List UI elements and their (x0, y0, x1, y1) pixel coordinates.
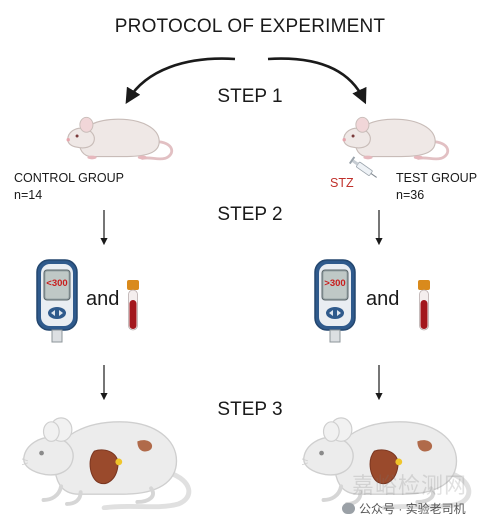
syringe-icon (348, 156, 377, 178)
watermark-small-text: 公众号 · 实验老司机 (359, 502, 466, 516)
test-glucose-reading: >300 (324, 278, 346, 289)
arrow-to-control (125, 57, 236, 105)
control-mouse-dissected (22, 418, 189, 508)
step-3-label: STEP 3 (217, 399, 283, 420)
watermark-large: 嘉峪检测网 (352, 473, 468, 498)
control-and-label: and (86, 288, 120, 310)
control-blood-tube (126, 279, 140, 331)
control-group-label: CONTROL GROUP (14, 171, 124, 185)
test-group-label: TEST GROUP (396, 171, 478, 185)
test-group-n: n=36 (396, 188, 425, 202)
control-glucose-reading: <300 (46, 278, 68, 289)
arrow-to-test (267, 57, 367, 105)
test-glucometer (314, 259, 356, 343)
test-mouse (341, 115, 450, 161)
wechat-icon (342, 503, 355, 514)
control-mouse (65, 115, 174, 161)
test-blood-tube (417, 279, 431, 331)
control-glucometer (36, 259, 78, 343)
test-and-label: and (366, 288, 400, 310)
step-1-label: STEP 1 (217, 86, 283, 107)
control-group-n: n=14 (14, 188, 43, 202)
stz-label: STZ (330, 176, 354, 190)
diagram-title: PROTOCOL OF EXPERIMENT (114, 16, 386, 37)
step-2-label: STEP 2 (217, 204, 283, 225)
watermark-small: 公众号 · 实验老司机 (342, 500, 466, 517)
